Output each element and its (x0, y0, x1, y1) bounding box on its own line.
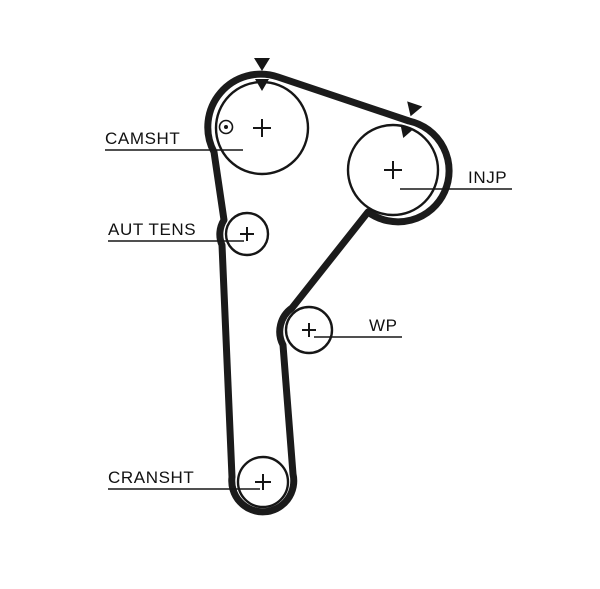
label-camshaft: CAMSHT (105, 129, 243, 151)
tensioner-pulley (224, 211, 270, 257)
injection-pump-direction-arrow-icon (400, 101, 423, 139)
tensioner-label: AUT TENS (108, 220, 196, 239)
camshaft-direction-arrow-icon (254, 58, 270, 91)
arrow-down-icon (400, 124, 414, 139)
label-injection-pump: INJP (400, 168, 512, 190)
crankshaft-pulley (236, 455, 290, 509)
camshaft-label: CAMSHT (105, 129, 180, 148)
camshaft-center-mark (253, 119, 271, 137)
label-crankshaft: CRANSHT (108, 468, 260, 490)
label-water-pump: WP (314, 316, 402, 338)
crankshaft-center-mark (255, 474, 271, 490)
injection-pump-pulley (346, 123, 440, 217)
water-pump-center-mark (302, 323, 316, 337)
water-pump-label: WP (369, 316, 398, 335)
injection-pump-label: INJP (468, 168, 507, 187)
timing-mark-dot (224, 125, 228, 129)
arrow-down-icon (254, 58, 270, 71)
injection-pump-center-mark (384, 161, 402, 179)
arrow-down-icon (255, 79, 269, 91)
label-tensioner: AUT TENS (108, 220, 244, 242)
crankshaft-label: CRANSHT (108, 468, 194, 487)
camshaft-timing-mark-icon (218, 119, 234, 135)
arrow-down-icon (407, 101, 423, 117)
tensioner-center-mark (240, 227, 254, 241)
timing-belt-path (204, 70, 453, 516)
water-pump-pulley (284, 305, 334, 355)
